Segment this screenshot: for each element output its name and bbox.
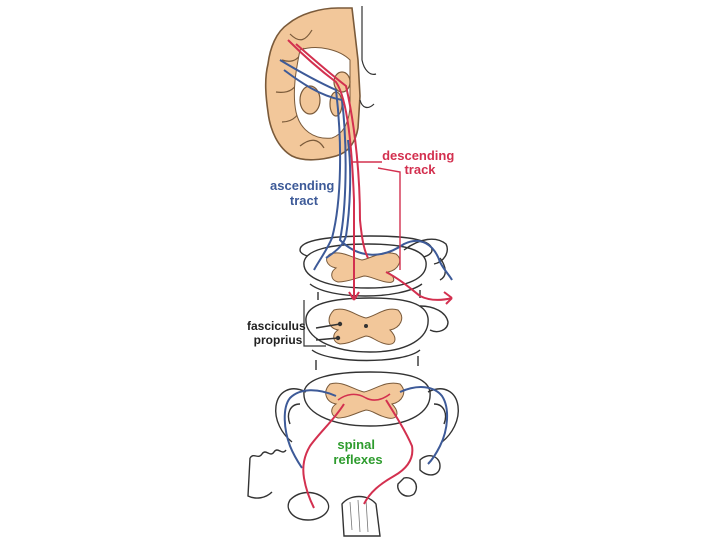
- descending-efferent-right-upper: [385, 271, 453, 301]
- muscle-fiber: [341, 495, 381, 537]
- reflex-efferent-left: [302, 403, 345, 509]
- central-canal-middle: [364, 324, 368, 328]
- descending-arrowhead-down: [348, 291, 360, 301]
- midline-fissure: [359, 6, 377, 109]
- descending-track-leader: [352, 161, 401, 270]
- ascending-tract-fiber-1: [279, 59, 342, 271]
- peripheral-structures: [247, 449, 441, 537]
- muscle-striations: [349, 499, 369, 533]
- descending-tract-fiber-1: [287, 39, 355, 300]
- interneuron-connection: [337, 393, 391, 401]
- ascending-reflex-afferent-left: [283, 389, 337, 469]
- thalamus: [299, 85, 321, 115]
- vertebral-processes-middle: [311, 305, 449, 370]
- grey-matter-upper: [326, 252, 401, 283]
- fasciculus-leader-2: [315, 337, 339, 341]
- skin-receptor: [247, 449, 287, 499]
- spinal-reflexes-label: spinal reflexes: [333, 437, 382, 467]
- fasciculus-proprius-label: fasciculus proprius: [247, 319, 309, 347]
- descending-tract-paths: [287, 39, 453, 509]
- reflex-efferent-right: [363, 399, 414, 505]
- spinal-nerve-left-lower: [275, 388, 307, 443]
- connector-box: [303, 300, 326, 347]
- ascending-tract-paths: [279, 59, 453, 469]
- descending-track-label: descending track: [382, 148, 458, 177]
- fasciculus-leader-1: [315, 323, 341, 329]
- fasciculus-node-2: [335, 335, 341, 341]
- ascending-tract-fiber-3: [325, 139, 352, 259]
- grey-matter-lower: [325, 382, 405, 419]
- spinal-segment-middle: [303, 297, 449, 370]
- ascending-tract-label: ascending tract: [270, 178, 338, 208]
- fasciculus-node-1: [337, 321, 343, 327]
- spinal-segment-upper: [299, 235, 448, 300]
- spinal-segment-lower: [275, 371, 459, 443]
- cortical-folds: [275, 29, 325, 149]
- descending-arrowhead-right: [443, 291, 453, 305]
- descending-tract-fiber-2: [295, 43, 369, 259]
- ascending-reflex-afferent-right: [399, 386, 448, 465]
- sympathetic-ganglion: [397, 455, 441, 497]
- fasciculus-proprius-paths: [315, 321, 368, 341]
- spinal-nerve-right-lower: [427, 388, 459, 443]
